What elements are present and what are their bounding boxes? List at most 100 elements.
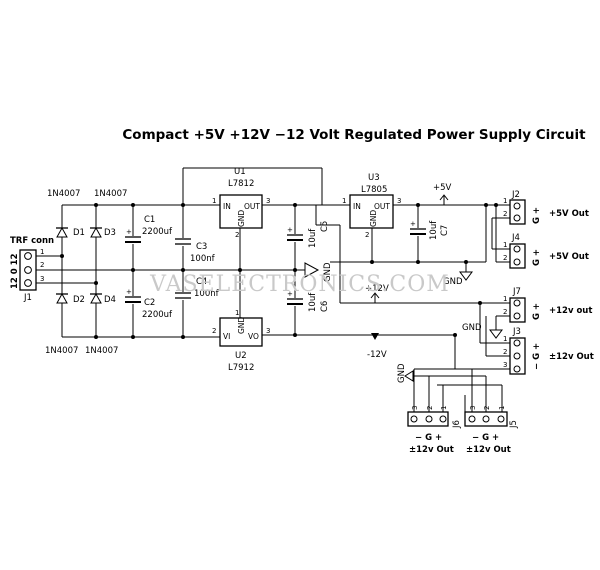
schematic-title: Compact +5V +12V −12 Volt Regulated Powe… — [122, 127, 586, 143]
u1-part: L7812 — [228, 179, 254, 189]
j1-ref: J1 — [23, 293, 32, 303]
u2-num-gnd: 1 — [235, 309, 239, 317]
j7-pin-2: 2 — [503, 308, 507, 316]
j1-pin-1: 1 — [40, 248, 44, 256]
connector-j5: 3 2 1 J5 − G + ±12v Out — [464, 406, 519, 455]
j7-pin-labels: G + — [532, 303, 542, 320]
j5-pin-2: 2 — [483, 406, 491, 410]
p5v-label: +5V — [433, 183, 452, 193]
connector-j2: 1 2 J2 G + +5V Out — [503, 190, 589, 225]
j4-ref: J4 — [511, 233, 520, 243]
u1-num-in: 1 — [212, 197, 216, 205]
j3-pin-labels: − G + — [532, 343, 542, 370]
c2-value: 2200uf — [142, 310, 173, 320]
svg-text:+: + — [126, 228, 132, 236]
j2-pin-labels: G + — [532, 207, 542, 224]
connector-j6: 3 2 1 J6 − G + ±12v Out — [407, 406, 462, 455]
capacitors: + C1 2200uf + C2 2200uf C3 100nf C4 100n… — [122, 203, 498, 339]
u2-pin-in: VI — [223, 332, 230, 341]
j5-pin-1: 1 — [498, 406, 506, 410]
j2-pin-2: 2 — [503, 210, 507, 218]
j4-pin-2: 2 — [503, 254, 507, 262]
c2-ref: C2 — [144, 298, 155, 308]
j5-ref: J5 — [509, 420, 519, 429]
j3-pin-2: 2 — [503, 348, 507, 356]
svg-text:+: + — [287, 226, 293, 234]
regulator-u1: IN OUT GND 1 3 2 U1 L7812 — [212, 167, 270, 239]
u3-num-in: 1 — [342, 197, 346, 205]
u3-pin-out: OUT — [374, 202, 390, 211]
n12v-label: -12V — [367, 350, 387, 360]
gnd-symbol-center — [304, 262, 320, 278]
j7-pin-1: 1 — [503, 295, 507, 303]
u3-pin-in: IN — [353, 202, 361, 211]
j1-pin-2: 2 — [40, 261, 44, 269]
j3-output: ±12v Out — [549, 352, 594, 362]
c6-value: 10uf — [308, 292, 318, 312]
u2-part: L7912 — [228, 363, 254, 373]
connector-j1: 1 2 3 TRF conn 12 0 12 J1 — [10, 236, 54, 303]
j6-pin-3: 3 — [411, 406, 419, 410]
d2-part: 1N4007 — [45, 346, 78, 356]
d4-ref: D4 — [104, 295, 116, 305]
gnd-symbol-j6 — [404, 370, 414, 382]
p12v-label: +12V — [365, 284, 389, 294]
power-symbols: GND +5V GND +12V -12V GND GND — [304, 183, 503, 383]
u1-pin-in: IN — [223, 202, 231, 211]
j2-pin-1: 1 — [503, 197, 507, 205]
j2-output: +5V Out — [549, 209, 589, 219]
j6-output: ±12v Out — [409, 445, 454, 455]
diode-bridge: D1 D3 D2 D4 1N4007 1N4007 1N4007 1N4007 — [45, 189, 127, 356]
connector-j7: 1 2 J7 G + +12v out — [503, 287, 592, 323]
gnd-symbol-u3 — [459, 271, 473, 281]
j4-output: +5V Out — [549, 252, 589, 262]
regulator-u3: IN OUT GND 1 3 2 U3 L7805 — [342, 173, 401, 239]
j5-pin-labels: − G + — [472, 433, 499, 443]
c4-ref: C4 — [196, 277, 207, 287]
j3-ref: J3 — [512, 327, 521, 337]
gnd-symbol-j7 — [489, 329, 503, 339]
c5-ref: C5 — [320, 221, 330, 232]
c4-value: 100nf — [194, 289, 220, 299]
u2-ref: U2 — [235, 351, 247, 361]
svg-text:+: + — [410, 220, 416, 228]
c7-ref: C7 — [440, 225, 450, 236]
gnd-label-center: GND — [323, 262, 333, 282]
u3-pin-gnd: GND — [369, 210, 378, 227]
u3-num-out: 3 — [397, 197, 401, 205]
j1-pin-3: 3 — [40, 275, 44, 283]
d1-ref: D1 — [73, 228, 85, 238]
j5-pin-3: 3 — [469, 406, 477, 410]
u3-part: L7805 — [361, 185, 387, 195]
gnd-label-j6: GND — [397, 363, 407, 383]
j2-ref: J2 — [511, 190, 520, 200]
c3-ref: C3 — [196, 242, 207, 252]
c6-ref: C6 — [320, 301, 330, 312]
j5-output: ±12v Out — [466, 445, 511, 455]
u1-num-gnd: 2 — [235, 231, 239, 239]
connector-j3: 1 2 3 J3 − G + ±12v Out — [503, 327, 594, 375]
d2-ref: D2 — [73, 295, 85, 305]
j7-output: +12v out — [549, 306, 592, 316]
j6-pin-1: 1 — [440, 406, 448, 410]
c7-value: 10uf — [429, 220, 439, 240]
j1-side-label: 12 0 12 — [10, 253, 20, 289]
u1-num-out: 3 — [266, 197, 270, 205]
j4-pin-labels: G + — [532, 249, 542, 266]
watermark-text: VASELECTRONICS.COM — [149, 272, 450, 297]
d3-ref: D3 — [104, 228, 116, 238]
c3-value: 100nf — [190, 254, 216, 264]
j1-name: TRF conn — [10, 236, 54, 246]
c1-ref: C1 — [144, 215, 155, 225]
c5-value: 10uf — [308, 228, 318, 248]
u1-ref: U1 — [234, 167, 246, 177]
j6-pin-labels: − G + — [415, 433, 442, 443]
u2-num-in: 2 — [212, 327, 216, 335]
u3-num-gnd: 2 — [365, 231, 369, 239]
u2-num-out: 3 — [266, 327, 270, 335]
u3-ref: U3 — [368, 173, 380, 183]
connector-j4: 1 2 J4 G + +5V Out — [503, 233, 589, 269]
gnd-label-j7: GND — [462, 323, 482, 333]
j3-pin-1: 1 — [503, 335, 507, 343]
u2-pin-gnd: GND — [237, 317, 246, 334]
